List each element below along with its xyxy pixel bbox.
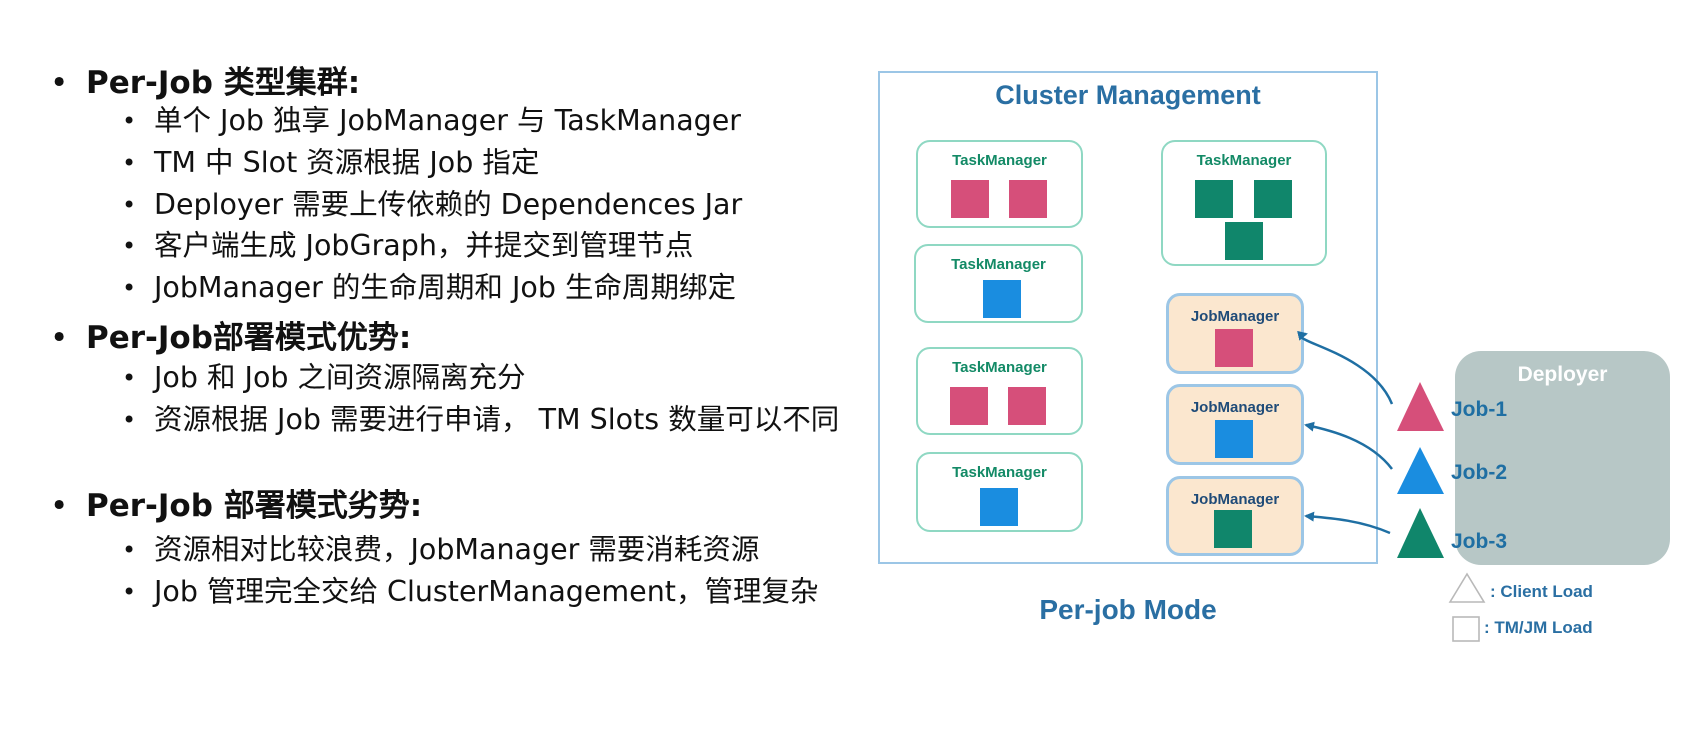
job-3-label: Job-3 — [1451, 530, 1508, 553]
text-column: Per-Job 类型集群: 单个 Job 独享 JobManager 与 Tas… — [0, 0, 860, 745]
bullet-item: Job 管理完全交给 ClusterManagement，管理复杂 — [122, 574, 844, 610]
jobmanager-box: JobManager — [1166, 293, 1304, 374]
slot-job3 — [1225, 222, 1263, 260]
jobmanager-label: JobManager — [1190, 491, 1280, 508]
taskmanager-box: TaskManager — [916, 347, 1083, 435]
taskmanager-box: TaskManager — [914, 244, 1083, 323]
jobmanager-label: JobManager — [1190, 308, 1280, 325]
slot-job2 — [1215, 420, 1253, 458]
bullet-item: TM 中 Slot 资源根据 Job 指定 — [122, 145, 539, 181]
taskmanager-box: TaskManager — [916, 452, 1083, 532]
deployer-title: Deployer — [1517, 363, 1608, 386]
per-job-mode-diagram: Cluster Management TaskManager TaskManag… — [860, 0, 1708, 745]
slot-job1 — [1009, 180, 1047, 218]
taskmanager-box: TaskManager — [916, 140, 1083, 228]
job1-triangle — [1397, 382, 1444, 431]
jobmanager-box: JobManager — [1166, 384, 1304, 465]
slot-job1 — [1215, 329, 1253, 367]
bullet-item: Deployer 需要上传依赖的 Dependences Jar — [122, 187, 742, 223]
deployer-box — [1455, 351, 1670, 565]
section-heading-disadvantages: Per-Job 部署模式劣势: — [50, 488, 422, 524]
taskmanager-box: TaskManager — [1161, 140, 1327, 266]
cluster-management-title: Cluster Management — [995, 80, 1261, 110]
job3-triangle — [1397, 508, 1444, 558]
taskmanager-label: TaskManager — [951, 256, 1046, 273]
section-heading-advantages: Per-Job部署模式优势: — [50, 320, 411, 356]
legend-client-load: : Client Load — [1490, 582, 1593, 601]
bullet-item: 资源相对比较浪费，JobManager 需要消耗资源 — [122, 532, 759, 568]
taskmanager-label: TaskManager — [952, 464, 1047, 481]
slot-job1 — [951, 180, 989, 218]
slot-job2 — [983, 280, 1021, 318]
bullet-item: 资源根据 Job 需要进行申请， TM Slots 数量可以不同 — [122, 402, 844, 438]
diagram-overlay — [1297, 330, 1486, 642]
legend-tm-jm-load: : TM/JM Load — [1484, 618, 1593, 637]
slot-job1 — [950, 387, 988, 425]
job2-triangle — [1397, 447, 1444, 494]
per-job-mode-title: Per-job Mode — [1039, 594, 1217, 625]
taskmanager-label: TaskManager — [952, 359, 1047, 376]
taskmanager-label: TaskManager — [952, 152, 1047, 169]
job-2-label: Job-2 — [1451, 461, 1508, 484]
bullet-item: JobManager 的生命周期和 Job 生命周期绑定 — [122, 270, 736, 306]
jobmanager-box: JobManager — [1166, 476, 1304, 556]
jobmanager-label: JobManager — [1190, 399, 1280, 416]
arrow-job3 — [1304, 511, 1391, 535]
slot-job3 — [1214, 510, 1252, 548]
slot-job3 — [1254, 180, 1292, 218]
bullet-item: 客户端生成 JobGraph，并提交到管理节点 — [122, 228, 693, 264]
bullet-item: Job 和 Job 之间资源隔离充分 — [122, 360, 526, 396]
slot-job3 — [1195, 180, 1233, 218]
legend-square-icon — [1452, 616, 1480, 642]
arrow-job1 — [1297, 330, 1394, 405]
slot-job2 — [980, 488, 1018, 526]
bullet-item: 单个 Job 独享 JobManager 与 TaskManager — [122, 103, 741, 139]
legend-triangle-icon — [1448, 572, 1486, 603]
taskmanager-label: TaskManager — [1196, 152, 1292, 169]
job-1-label: Job-1 — [1451, 398, 1508, 421]
arrow-job2 — [1304, 421, 1393, 470]
section-heading-per-job-cluster: Per-Job 类型集群: — [50, 65, 360, 101]
slot-job1 — [1008, 387, 1046, 425]
